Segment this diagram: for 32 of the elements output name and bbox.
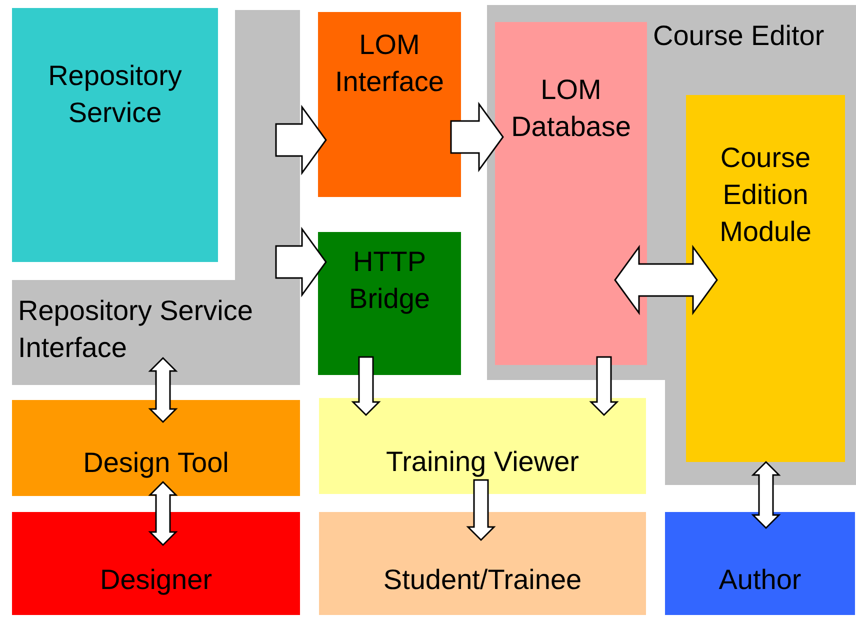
double-block-arrow (614, 244, 718, 316)
process-box (12, 400, 300, 496)
process-box (319, 398, 646, 494)
block-arrow (275, 104, 327, 176)
process-box (686, 95, 845, 462)
node-label: Author (718, 563, 802, 597)
process-box (495, 22, 647, 365)
process-box (318, 12, 461, 197)
block-arrow (275, 226, 327, 298)
process-box (318, 232, 461, 375)
block-arrow (466, 479, 496, 542)
node-label: LOM Interface (334, 28, 445, 99)
block-arrow (450, 102, 504, 172)
block-arrow (351, 356, 381, 416)
actor-box (319, 512, 646, 615)
node-label: Training Viewer (385, 445, 580, 479)
node-label: Student/Trainee (382, 563, 583, 597)
node-label: Designer (98, 563, 214, 597)
group-label: Course Editor (653, 19, 824, 53)
group-label: Repository Service Interface (18, 294, 254, 365)
block-arrow (589, 356, 619, 416)
node-label: Repository Service (47, 59, 183, 130)
node-label: Design Tool (82, 446, 230, 480)
process-box (12, 8, 218, 262)
node-label: HTTP Bridge (348, 245, 431, 316)
node-label: Course Edition Module (718, 141, 812, 249)
actor-box (665, 512, 855, 615)
double-block-arrow (148, 356, 178, 424)
double-block-arrow (148, 480, 178, 546)
actor-box (12, 512, 300, 615)
node-label: LOM Database (510, 73, 632, 144)
double-block-arrow (751, 460, 781, 530)
